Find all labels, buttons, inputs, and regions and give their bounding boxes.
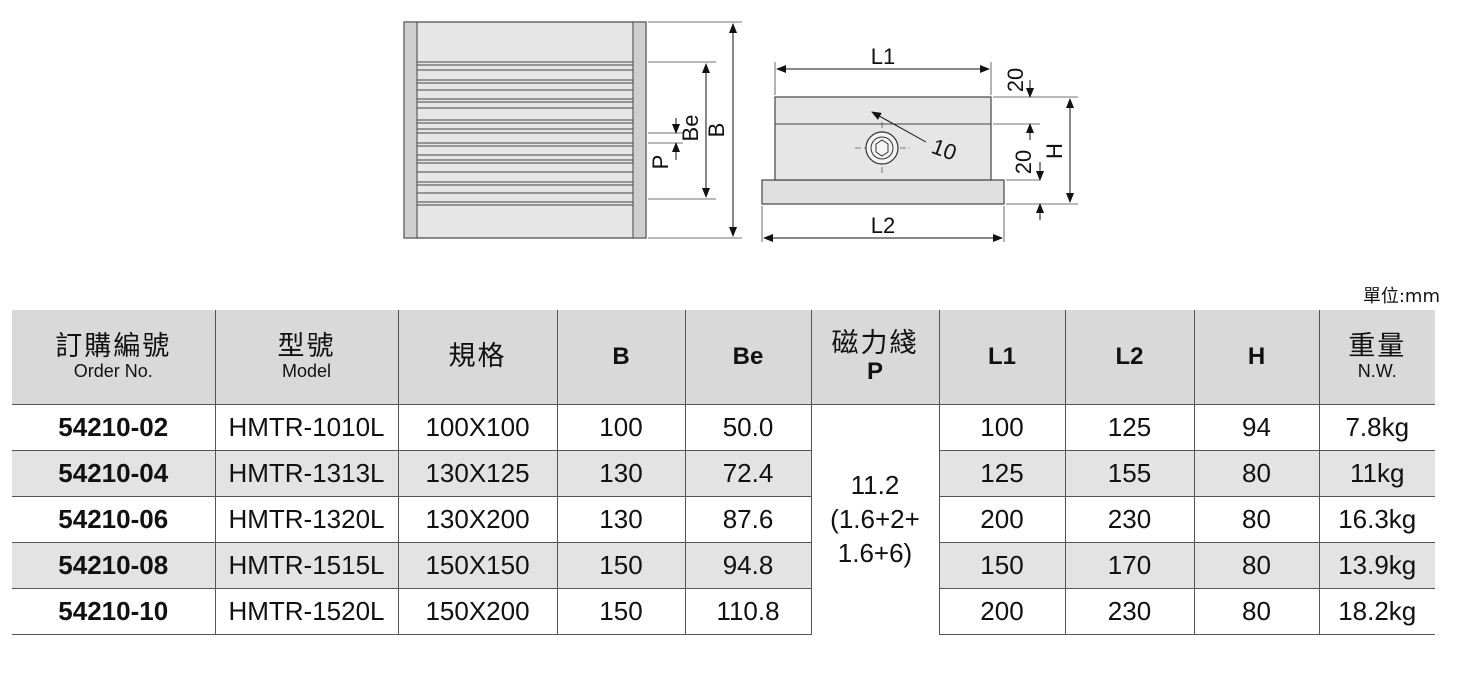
cell-be: 94.8 <box>684 542 811 589</box>
header-spec-zh: 規格 <box>448 340 507 372</box>
technical-drawing: B Be P 10 L1 L2 <box>403 21 1078 242</box>
table-row: 54210-10 HMTR-1520L 150X200 150 110.8 20… <box>12 588 1435 635</box>
header-model: 型號 Model <box>214 310 398 405</box>
dim-b-label: B <box>704 123 729 138</box>
cell-weight: 13.9kg <box>1318 542 1435 589</box>
cell-h: 94 <box>1193 404 1319 451</box>
unit-label: 單位:mm <box>1362 286 1440 307</box>
cell-spec: 150X150 <box>397 542 557 589</box>
cell-h: 80 <box>1193 496 1319 543</box>
cell-h: 80 <box>1193 450 1319 497</box>
table-row: 54210-06 HMTR-1320L 130X200 130 87.6 200… <box>12 496 1435 543</box>
header-spec: 規格 <box>397 310 557 405</box>
cell-l1: 125 <box>938 450 1065 497</box>
p-value-line-3: 1.6+6) <box>837 537 913 568</box>
cell-l2: 125 <box>1064 404 1194 451</box>
cell-weight: 18.2kg <box>1318 588 1435 635</box>
cell-spec: 130X200 <box>397 496 557 543</box>
table-row: 54210-02 HMTR-1010L 100X100 100 50.0 11.… <box>12 404 1435 635</box>
cell-model: HMTR-1515L <box>214 542 398 589</box>
cell-b: 130 <box>556 450 685 497</box>
header-p: 磁力綫 P <box>810 310 939 405</box>
dim-be-label: Be <box>678 115 703 142</box>
cell-spec: 150X200 <box>397 588 557 635</box>
header-l1: L1 <box>938 310 1065 405</box>
cell-weight: 11kg <box>1318 450 1435 497</box>
dim-h-label: H <box>1042 143 1067 159</box>
header-model-en: Model <box>281 360 332 381</box>
header-order-no-en: Order No. <box>73 360 153 381</box>
cell-h: 80 <box>1193 542 1319 589</box>
cell-be: 50.0 <box>684 404 811 451</box>
cell-order-no: 54210-10 <box>12 588 215 635</box>
p-value-line-2: (1.6+2+ <box>830 503 920 534</box>
header-p-zh: 磁力綫 <box>831 328 919 360</box>
cell-b: 150 <box>556 542 685 589</box>
cell-be: 87.6 <box>684 496 811 543</box>
header-be: Be <box>684 310 811 405</box>
cell-l2: 230 <box>1064 588 1194 635</box>
cell-b: 100 <box>556 404 685 451</box>
dim-p-label: P <box>648 155 673 170</box>
table-header-row: 訂購編號 Order No. 型號 Model 規格 B Be 磁力綫 P L1… <box>12 310 1435 405</box>
cell-l2: 170 <box>1064 542 1194 589</box>
cell-model: HMTR-1313L <box>214 450 398 497</box>
table-row: 54210-08 HMTR-1515L 150X150 150 94.8 150… <box>12 542 1435 589</box>
header-order-no-zh: 訂購編號 <box>55 331 172 363</box>
cell-model: HMTR-1520L <box>214 588 398 635</box>
cell-model: HMTR-1320L <box>214 496 398 543</box>
dim-l1-label: L1 <box>871 44 895 69</box>
cell-l2: 230 <box>1064 496 1194 543</box>
cell-l1: 100 <box>938 404 1065 451</box>
dim-top-20-label: 20 <box>1003 68 1028 92</box>
cell-order-no: 54210-06 <box>12 496 215 543</box>
header-h: H <box>1193 310 1319 405</box>
p-value-line-1: 11.2 <box>850 470 900 501</box>
dim-l2-label: L2 <box>871 213 895 238</box>
cell-spec: 130X125 <box>397 450 557 497</box>
table-row: 54210-04 HMTR-1313L 130X125 130 72.4 125… <box>12 450 1435 497</box>
spec-table: 訂購編號 Order No. 型號 Model 規格 B Be 磁力綫 P L1… <box>12 310 1435 635</box>
cell-p-merged: 11.2 (1.6+2+ 1.6+6) <box>810 404 939 635</box>
header-model-zh: 型號 <box>277 331 336 363</box>
cell-l1: 200 <box>938 496 1065 543</box>
cell-be: 72.4 <box>684 450 811 497</box>
header-weight: 重量 N.W. <box>1318 310 1435 405</box>
cell-spec: 100X100 <box>397 404 557 451</box>
cell-weight: 7.8kg <box>1318 404 1435 451</box>
cell-l1: 200 <box>938 588 1065 635</box>
cell-be: 110.8 <box>684 588 811 635</box>
cell-b: 150 <box>556 588 685 635</box>
header-b: B <box>556 310 685 405</box>
header-l2: L2 <box>1064 310 1194 405</box>
header-order-no: 訂購編號 Order No. <box>12 310 215 405</box>
cell-model: HMTR-1010L <box>214 404 398 451</box>
cell-h: 80 <box>1193 588 1319 635</box>
header-p-sub: P <box>866 357 883 385</box>
cell-b: 130 <box>556 496 685 543</box>
cell-weight: 16.3kg <box>1318 496 1435 543</box>
cell-l1: 150 <box>938 542 1065 589</box>
dim-bottom-20-label: 20 <box>1011 150 1036 174</box>
cell-order-no: 54210-02 <box>12 404 215 451</box>
top-view: B Be P <box>403 21 742 239</box>
front-view: 10 L1 L2 20 20 H <box>761 44 1078 242</box>
header-weight-en: N.W. <box>1357 360 1397 381</box>
knob-icon <box>855 122 910 174</box>
cell-l2: 155 <box>1064 450 1194 497</box>
cell-order-no: 54210-08 <box>12 542 215 589</box>
cell-order-no: 54210-04 <box>12 450 215 497</box>
header-weight-zh: 重量 <box>1348 331 1407 363</box>
